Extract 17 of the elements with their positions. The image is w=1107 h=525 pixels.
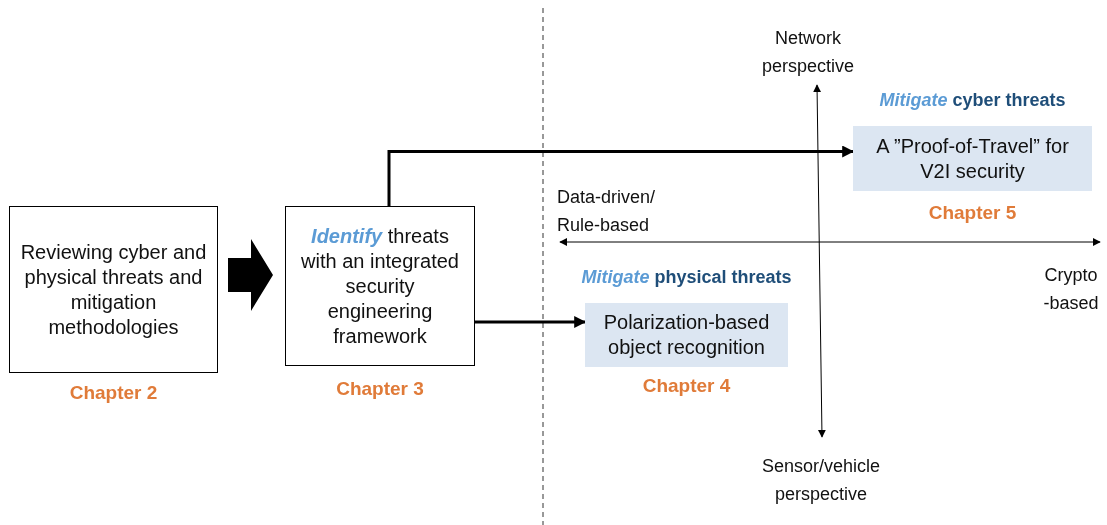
chapter-label: Chapter 2 bbox=[69, 382, 158, 404]
heading: Mitigate cyber threats bbox=[879, 90, 1066, 111]
box-text: Polarization-based object recognition bbox=[602, 310, 771, 360]
arrow bbox=[475, 316, 587, 328]
axis-label: Data-driven/ Rule-based bbox=[557, 186, 657, 237]
axis-label: Crypto -based bbox=[1042, 264, 1100, 315]
box-text: Identify threats with an integrated security engineering framework bbox=[300, 223, 460, 349]
axis-label: Network perspective bbox=[760, 27, 856, 78]
chapter-label: Chapter 4 bbox=[642, 375, 731, 397]
box-text: Reviewing cyber and physical threats and mitigation methodologies bbox=[19, 239, 208, 340]
block-arrow bbox=[228, 239, 273, 311]
box-text: A ”Proof-of-Travel” for V2I security bbox=[875, 133, 1070, 184]
axis-label: Sensor/vehicle perspective bbox=[760, 455, 882, 506]
chapter-label: Chapter 3 bbox=[336, 378, 424, 400]
chapter-label: Chapter 5 bbox=[928, 202, 1017, 224]
heading: Mitigate physical threats bbox=[581, 267, 792, 288]
arrow bbox=[387, 145, 855, 206]
